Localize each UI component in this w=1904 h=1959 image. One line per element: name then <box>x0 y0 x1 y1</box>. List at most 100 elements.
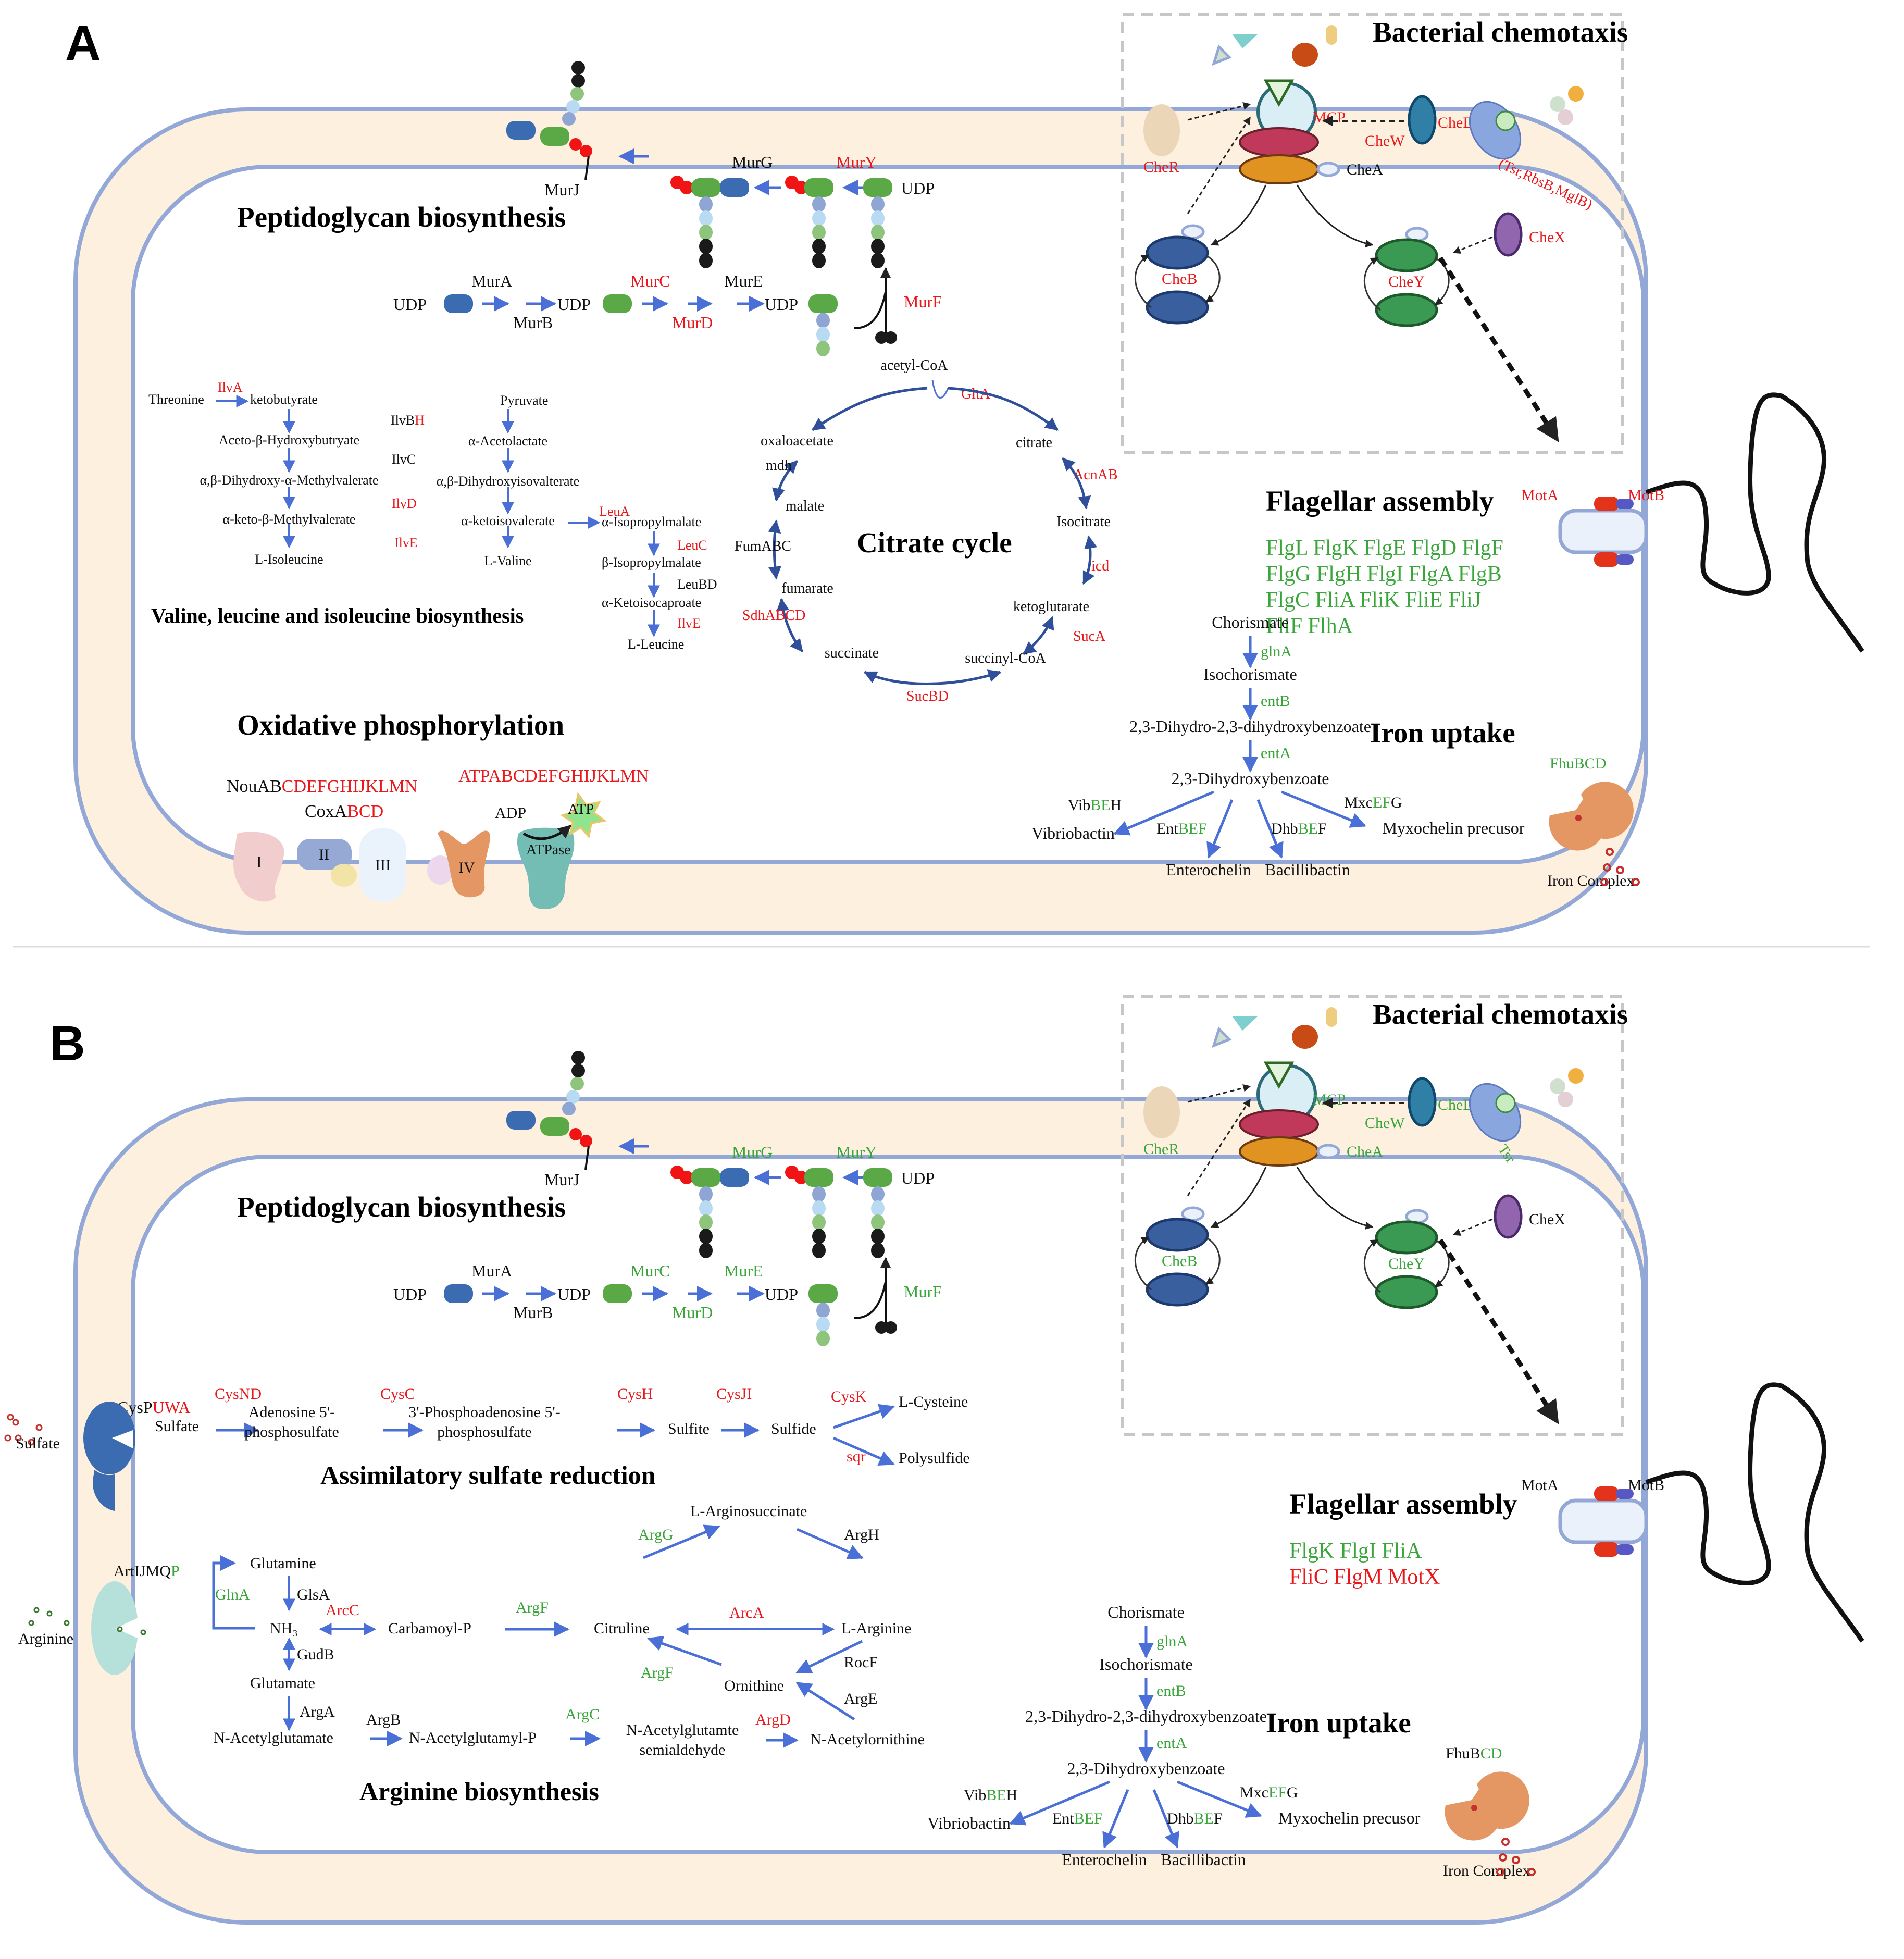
gene-cheb-run: CheB <box>1162 270 1197 288</box>
udp-glcnac <box>444 294 473 313</box>
section-title-peptidoglycan: Peptidoglycan biosynthesis <box>237 201 566 233</box>
metabolite-succinate: succinate <box>825 645 879 661</box>
transporter-channel <box>116 1618 138 1639</box>
gene-fumabc-run: FumABC <box>735 538 791 554</box>
sulfate-particle <box>15 1434 22 1442</box>
product-myxochelin: Myxochelin precusor <box>1383 819 1525 837</box>
gene-artijmqp-run: ArtIJMQ <box>114 1563 171 1580</box>
metabolite-fumarate: fumarate <box>781 580 833 597</box>
metabolite-carbamoyl-p: Carbamoyl-P <box>388 1620 471 1637</box>
flagellar-gene-line: FliF FlhA <box>1266 614 1353 638</box>
metabolite-cysteine-run: L-Cysteine <box>899 1393 968 1410</box>
gene-sucbd-run: SucBD <box>906 688 949 704</box>
gene-mura: MurA <box>471 271 512 290</box>
udp-label: UDP <box>557 295 591 314</box>
arginine-particle <box>33 1607 40 1613</box>
gene-vib-run: BE <box>1090 797 1110 814</box>
product-vibriobactin: Vibriobactin <box>1031 824 1115 842</box>
motb-stator <box>1616 499 1634 509</box>
lipid-head <box>569 1128 582 1140</box>
gene-argh-run: ArgH <box>844 1526 879 1543</box>
metabolite-isochorismate-run: Isochorismate <box>1203 665 1297 684</box>
chew-protein <box>1239 127 1319 157</box>
ligand-circle <box>1292 43 1318 67</box>
metabolite-dihydro-dhb-run: 2,3-Dihydro-2,3-dihydroxybenzoate <box>1129 717 1371 736</box>
peptide-bead <box>699 196 713 212</box>
complex-i-label-run: I <box>256 852 262 871</box>
peptide-bead <box>812 239 826 254</box>
product-myxochelin-run: Myxochelin precusor <box>1383 819 1525 837</box>
metabolite-n-acetylglutamate-semialdehyde: N-Acetylglutamte <box>626 1721 739 1739</box>
atpase-label: ATPase <box>526 842 571 858</box>
gene-mxc-run: Mxc <box>1240 1784 1268 1801</box>
cher-protein <box>1143 1086 1180 1138</box>
gene-fhubcd-run: FhuBCD <box>1550 755 1606 772</box>
iron-particle <box>1575 815 1582 821</box>
udp-label: UDP <box>765 1285 798 1304</box>
lipid-head <box>580 145 592 157</box>
chey-cycle-arrow <box>1363 1239 1381 1293</box>
product-bacillibactin-run: Bacillibactin <box>1161 1850 1246 1869</box>
gene-murf-run: MurF <box>904 1282 942 1301</box>
gene-atp-synthase: ATPABCDEFGHIJKLMN <box>458 766 649 786</box>
gene-gudb: GudB <box>297 1646 334 1663</box>
peptide-bead <box>699 225 713 240</box>
metabolite-chorismate-run: Chorismate <box>1107 1603 1185 1621</box>
arginine-arrow <box>643 1524 720 1559</box>
gene-cox-run: CoxA <box>305 802 347 821</box>
ligand-capsule <box>1326 25 1337 45</box>
gene-ched-run: CheD <box>1438 114 1474 131</box>
iron-particle <box>1496 1868 1504 1876</box>
peptide-bead <box>570 1077 584 1090</box>
chey-protein <box>1375 1220 1438 1255</box>
metabolite-sulfate-outside: Sulfate <box>16 1435 60 1452</box>
product-bacillibactin: Bacillibactin <box>1161 1850 1246 1869</box>
gene-cysh-run: CysH <box>617 1385 653 1403</box>
arginine-transporter <box>91 1581 138 1675</box>
gene-argf-2-run: ArgF <box>641 1664 674 1681</box>
complex-ii <box>297 839 352 870</box>
peptide-bead <box>812 1229 826 1244</box>
gene-nou-run: CDEFGHIJKLMN <box>282 777 418 796</box>
mcp-ligand <box>1263 1061 1295 1089</box>
nam-sugar <box>720 1168 749 1187</box>
gene-motb-run: MotB <box>1628 1477 1664 1494</box>
gene-cysh: CysH <box>617 1385 653 1403</box>
metabolite-succinyl-coa: succinyl-CoA <box>965 650 1046 666</box>
chew-protein <box>1239 1109 1319 1139</box>
gene-dhb-run: Dhb <box>1271 820 1298 837</box>
metabolite-succinate-run: succinate <box>825 645 879 661</box>
lipid-head <box>569 138 582 151</box>
product-vibriobactin-run: Vibriobactin <box>927 1814 1011 1832</box>
peptide-bead <box>562 112 576 126</box>
gene-mcp: MCP <box>1313 109 1346 126</box>
phosphate <box>1181 1206 1205 1222</box>
section-title-sulfate: Assimilatory sulfate reduction <box>320 1460 656 1490</box>
metabolite-pyruvate-run: Pyruvate <box>500 393 548 408</box>
gene-fhubcd-run: CD <box>1480 1745 1502 1762</box>
gene-suca: SucA <box>1073 628 1106 644</box>
metabolite-sulfite-run: Sulfite <box>668 1420 710 1437</box>
metabolite-isochorismate-run: Isochorismate <box>1099 1655 1193 1673</box>
metabolite-citrate-run: citrate <box>1016 435 1052 451</box>
phosphate <box>1316 162 1340 177</box>
iron-arrow <box>1281 790 1366 828</box>
gene-mcp-run: MCP <box>1313 1091 1346 1108</box>
metabolite-acetyl-coa-run: acetyl-CoA <box>880 357 948 374</box>
iron-particle <box>1471 1805 1477 1811</box>
lipid-head <box>794 1171 808 1184</box>
sulfate-particle <box>28 1439 35 1446</box>
metabolite-dhb-run: 2,3-Dihydroxybenzoate <box>1171 769 1329 788</box>
gene-ched-run: CheD <box>1438 1096 1474 1113</box>
gene-cox: CoxABCD <box>305 802 383 821</box>
periplasm-ligand <box>1558 109 1573 125</box>
cheb-protein <box>1146 235 1209 270</box>
gene-leua-run: LeuA <box>599 504 630 519</box>
chex-protein <box>1494 212 1523 257</box>
peptide-bead <box>562 1102 576 1115</box>
gene-murj: MurJ <box>544 180 580 199</box>
complex-iii-label: III <box>375 857 391 874</box>
iron-particle <box>1600 878 1609 886</box>
dipeptide <box>885 331 897 344</box>
gene-cysji-run: CysJI <box>716 1385 752 1403</box>
